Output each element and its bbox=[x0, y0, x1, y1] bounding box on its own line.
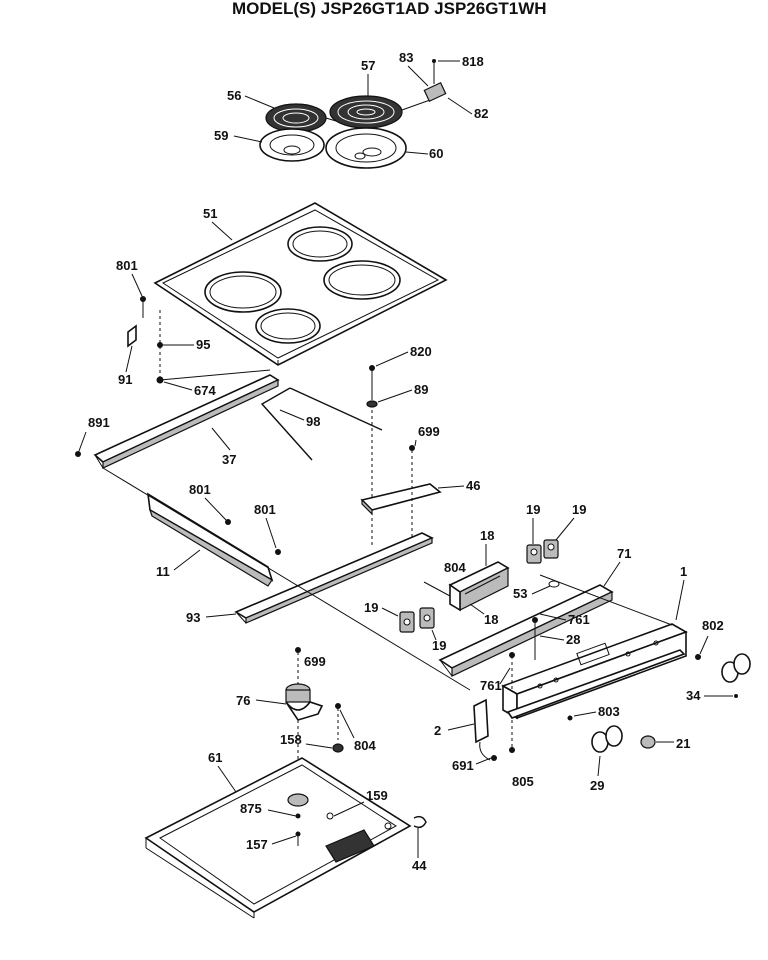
timer-18 bbox=[448, 561, 510, 612]
switch-19-lower bbox=[399, 607, 435, 633]
clip-44 bbox=[413, 815, 427, 858]
screw-761-28 bbox=[509, 617, 538, 690]
label-71: 71 bbox=[617, 546, 631, 561]
trim-803 bbox=[506, 649, 686, 721]
label-46: 46 bbox=[466, 478, 480, 493]
label-803: 803 bbox=[598, 704, 620, 719]
label-59: 59 bbox=[214, 128, 228, 143]
label-159: 159 bbox=[366, 788, 388, 803]
knob-21 bbox=[640, 735, 656, 749]
panel-71 bbox=[438, 584, 614, 677]
label-674: 674 bbox=[194, 383, 216, 398]
label-19-d: 19 bbox=[432, 638, 446, 653]
label-21: 21 bbox=[676, 736, 690, 751]
label-875: 875 bbox=[240, 801, 262, 816]
label-51: 51 bbox=[203, 206, 217, 221]
label-61: 61 bbox=[208, 750, 222, 765]
knobs-29 bbox=[591, 725, 623, 753]
label-57: 57 bbox=[361, 58, 375, 73]
label-761-b: 761 bbox=[480, 678, 502, 693]
label-83: 83 bbox=[399, 50, 413, 65]
label-691: 691 bbox=[452, 758, 474, 773]
label-19-c: 19 bbox=[364, 600, 378, 615]
label-group: 56 57 83 818 82 59 60 51 801 95 91 674 8… bbox=[78, 50, 733, 873]
screw-and-clip-assembly bbox=[127, 296, 164, 384]
label-1: 1 bbox=[680, 564, 687, 579]
label-82: 82 bbox=[474, 106, 488, 121]
label-805: 805 bbox=[512, 774, 534, 789]
switch-19-upper bbox=[526, 539, 559, 564]
label-53: 53 bbox=[513, 586, 527, 601]
cooktop-51 bbox=[153, 202, 448, 366]
screw-891-left bbox=[75, 451, 81, 457]
label-801-c: 801 bbox=[254, 502, 276, 517]
label-19-a: 19 bbox=[526, 502, 540, 517]
label-761-a: 761 bbox=[568, 612, 590, 627]
drip-pan-small-59 bbox=[259, 128, 325, 162]
label-76: 76 bbox=[236, 693, 250, 708]
surface-unit-large-57 bbox=[329, 95, 431, 129]
surface-unit-small-56 bbox=[265, 103, 347, 133]
label-801-b: 801 bbox=[189, 482, 211, 497]
label-157: 157 bbox=[246, 837, 268, 852]
guide-line-3 bbox=[539, 574, 673, 626]
guide-line-2 bbox=[159, 369, 271, 381]
label-19-b: 19 bbox=[572, 502, 586, 517]
drip-pan-large-60 bbox=[325, 127, 407, 169]
label-18-a: 18 bbox=[480, 528, 494, 543]
label-56: 56 bbox=[227, 88, 241, 103]
guide-line bbox=[102, 467, 471, 691]
screw-820-89 bbox=[366, 365, 378, 545]
front-trim-11 bbox=[147, 492, 281, 587]
label-891: 891 bbox=[88, 415, 110, 430]
label-820: 820 bbox=[410, 344, 432, 359]
screw-802 bbox=[695, 654, 701, 660]
label-699-b: 699 bbox=[304, 654, 326, 669]
label-804-a: 804 bbox=[444, 560, 466, 575]
label-158: 158 bbox=[280, 732, 302, 747]
bracket-46 bbox=[360, 445, 442, 540]
label-89: 89 bbox=[414, 382, 428, 397]
label-34: 34 bbox=[686, 688, 701, 703]
label-44: 44 bbox=[412, 858, 427, 873]
model-title: MODEL(S) JSP26GT1AD JSP26GT1WH bbox=[232, 0, 547, 18]
bracket-2 bbox=[473, 698, 515, 761]
receptacle-82 bbox=[423, 59, 447, 103]
label-28: 28 bbox=[566, 632, 580, 647]
label-95: 95 bbox=[196, 337, 210, 352]
label-2: 2 bbox=[434, 723, 441, 738]
knobs-34 bbox=[721, 653, 751, 698]
label-18-b: 18 bbox=[484, 612, 498, 627]
label-93: 93 bbox=[186, 610, 200, 625]
label-802: 802 bbox=[702, 618, 724, 633]
label-801-a: 801 bbox=[116, 258, 138, 273]
label-29: 29 bbox=[590, 778, 604, 793]
label-91: 91 bbox=[118, 372, 132, 387]
label-804-b: 804 bbox=[354, 738, 376, 753]
rail-93 bbox=[234, 532, 434, 624]
label-60: 60 bbox=[429, 146, 443, 161]
label-37: 37 bbox=[222, 452, 236, 467]
label-699: 699 bbox=[418, 424, 440, 439]
wire-rod-98 bbox=[260, 387, 383, 461]
label-98: 98 bbox=[306, 414, 320, 429]
bottom-panel-61 bbox=[144, 757, 412, 919]
label-818: 818 bbox=[462, 54, 484, 69]
label-11: 11 bbox=[156, 564, 170, 579]
screws-875-157 bbox=[295, 813, 301, 846]
leader-804 bbox=[423, 581, 451, 597]
regulator-76 bbox=[285, 683, 324, 721]
rail-37 bbox=[93, 374, 280, 469]
